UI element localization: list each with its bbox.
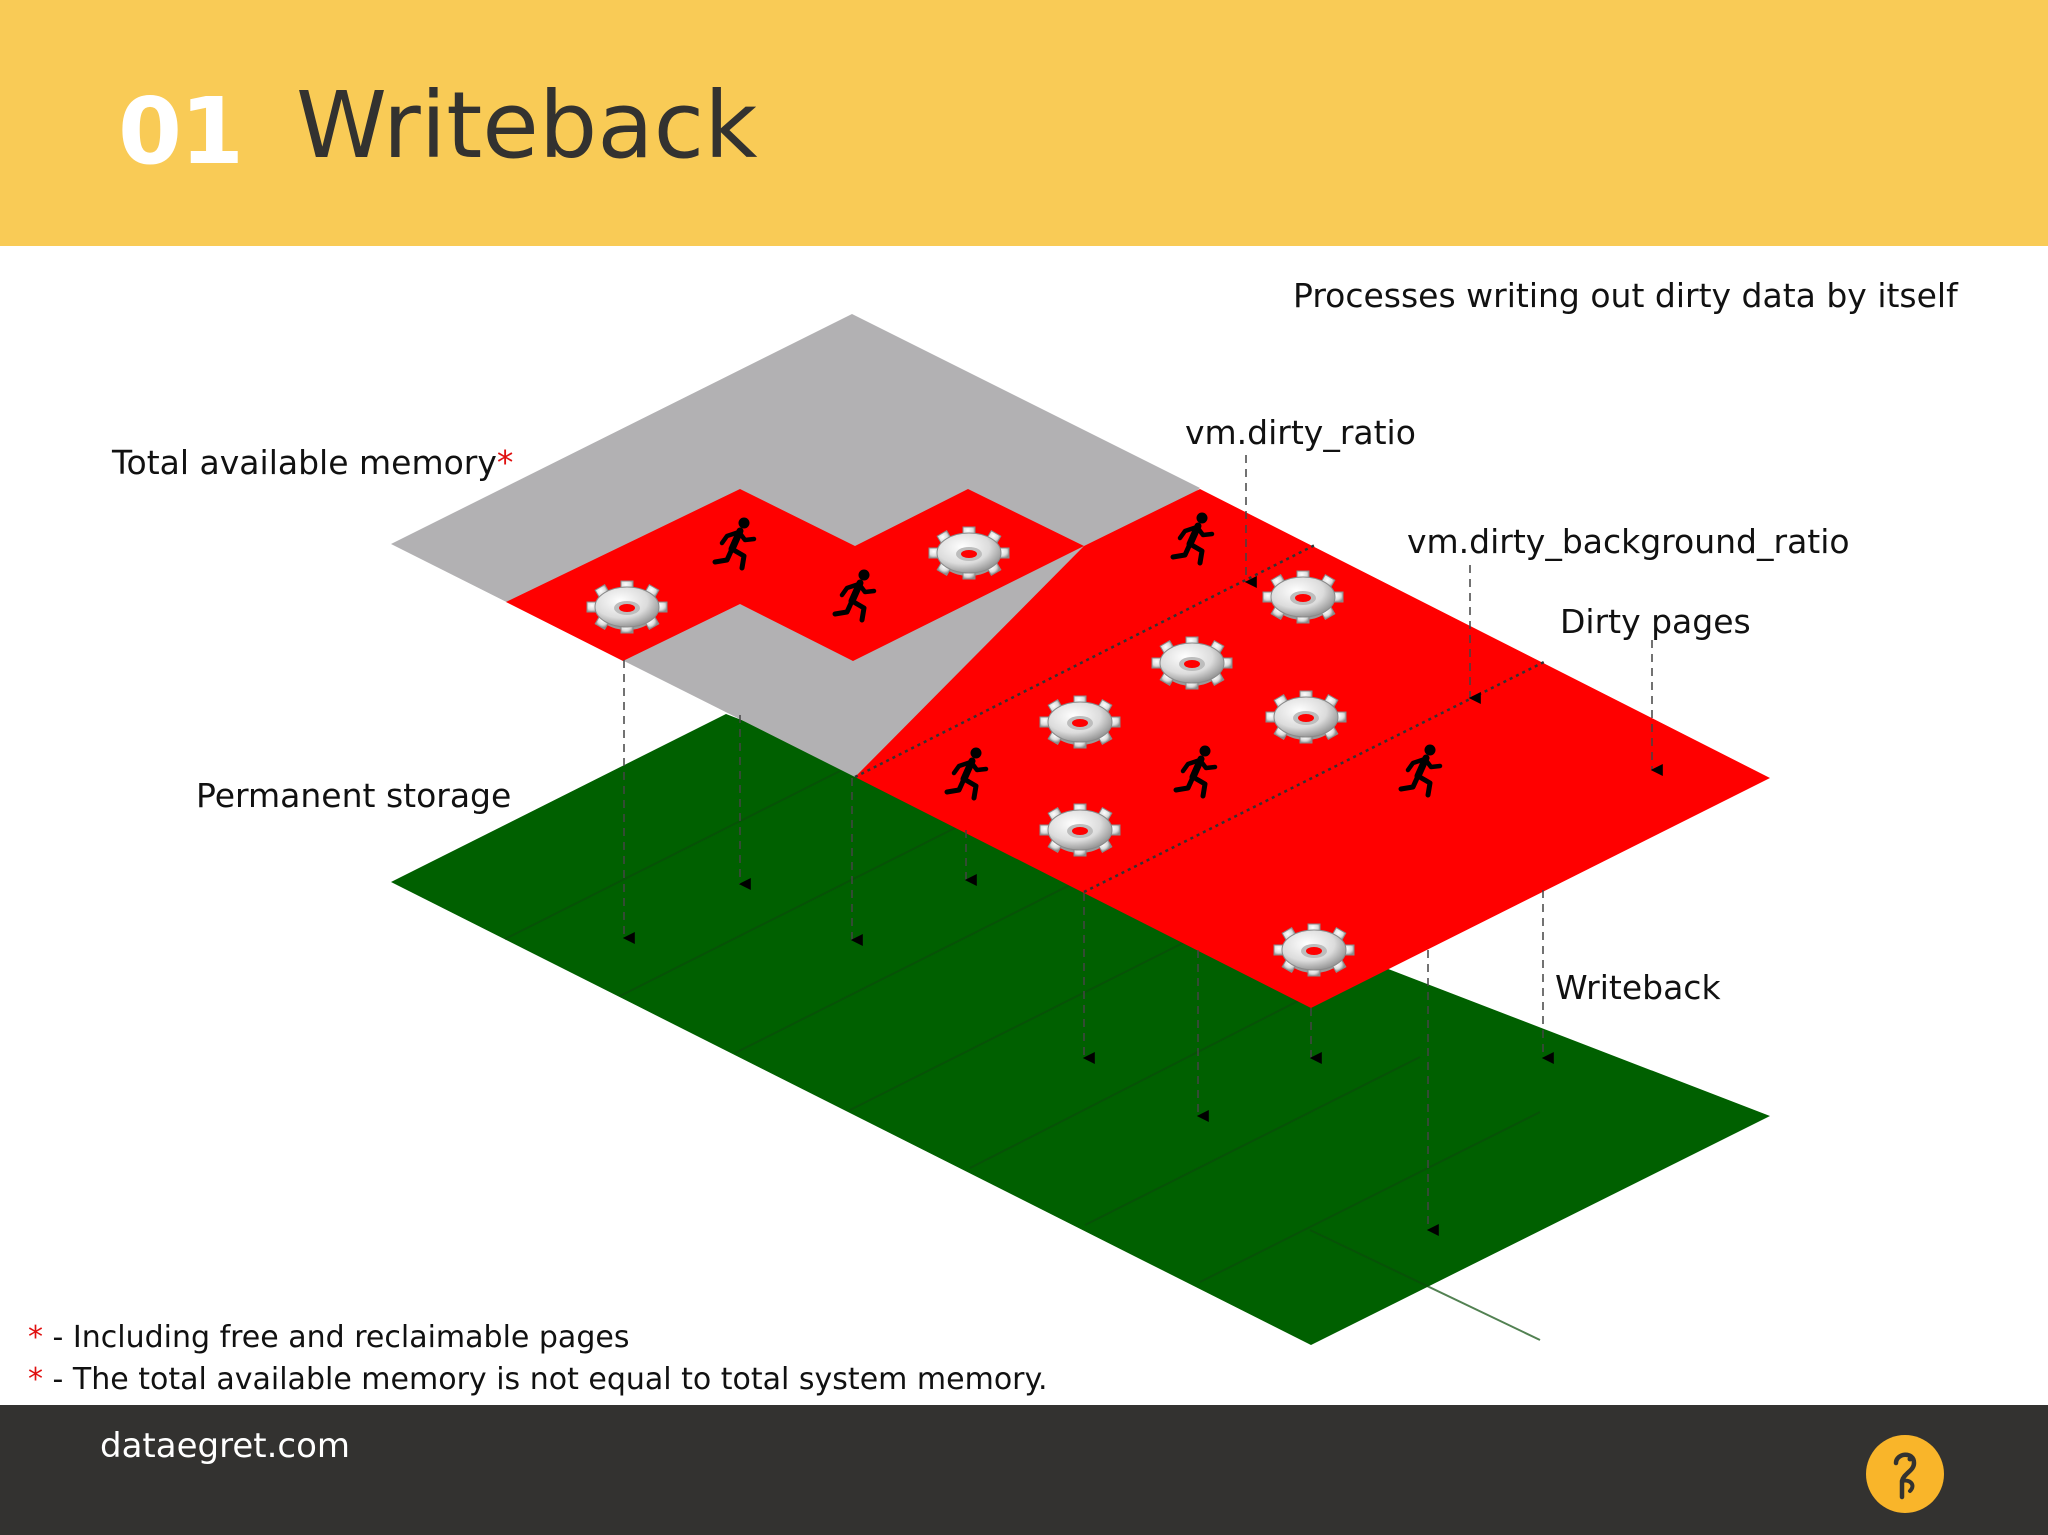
asterisk: * <box>28 1362 43 1397</box>
slide-number: 01 <box>118 78 244 185</box>
gear-icon <box>1039 695 1121 749</box>
asterisk: * <box>496 443 514 482</box>
dirty-pages-label: Dirty pages <box>1560 602 1751 641</box>
dirty-background-ratio-label: vm.dirty_background_ratio <box>1407 522 1850 561</box>
writeback-label: Writeback <box>1555 968 1721 1007</box>
permanent-storage-layer <box>391 714 1770 1345</box>
gear-icon <box>586 580 668 634</box>
footnote-text: - The total available memory is not equa… <box>43 1362 1048 1397</box>
processes-label: Processes writing out dirty data by itse… <box>1293 276 1958 315</box>
footer-bar: dataegret.com <box>0 1405 2048 1535</box>
footnote-2: * - The total available memory is not eq… <box>28 1362 1048 1397</box>
gear-icon <box>1262 570 1344 624</box>
header-bar: 01 Writeback <box>0 0 2048 246</box>
slide-title: Writeback <box>296 72 758 179</box>
dirty-region-main <box>855 489 1770 1008</box>
gear-icon <box>928 526 1010 580</box>
gear-icon <box>1265 690 1347 744</box>
dirty-ratio-label: vm.dirty_ratio <box>1185 413 1416 452</box>
total-memory-text: Total available memory <box>112 443 497 482</box>
permanent-storage-label: Permanent storage <box>196 776 512 815</box>
dataegret-logo-icon <box>1866 1435 1944 1513</box>
footer-url: dataegret.com <box>100 1426 350 1466</box>
gear-icon <box>1039 803 1121 857</box>
footnote-text: - Including free and reclaimable pages <box>43 1320 630 1355</box>
footnote-1: * - Including free and reclaimable pages <box>28 1320 629 1355</box>
asterisk: * <box>28 1320 43 1355</box>
writeback-diagram <box>391 314 1770 1345</box>
gear-icon <box>1273 923 1355 977</box>
gear-icon <box>1151 636 1233 690</box>
total-memory-label: Total available memory* <box>112 443 513 482</box>
